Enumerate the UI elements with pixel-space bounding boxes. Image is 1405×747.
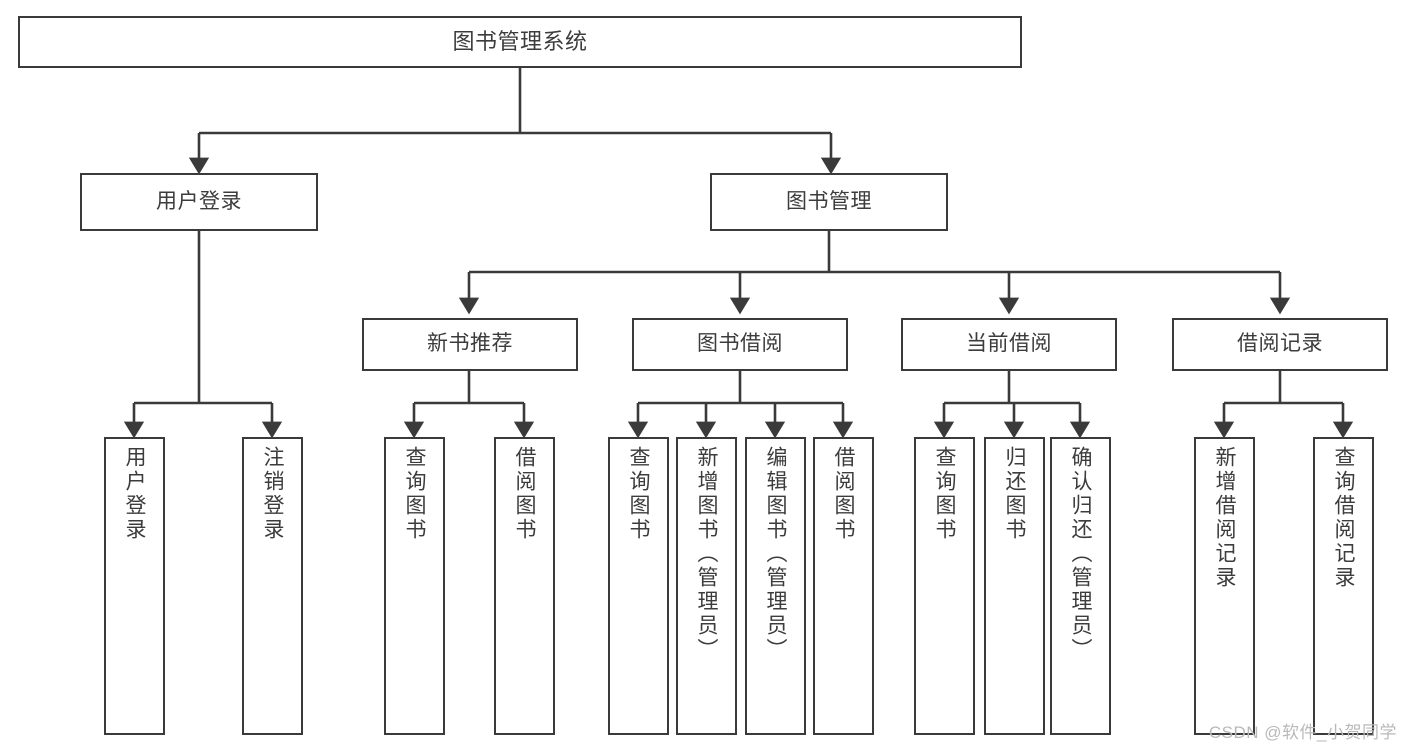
leaf-borrow-search-book[interactable]: 查询图书 — [608, 437, 669, 735]
node-label: 注销登录 — [261, 446, 284, 542]
node-label: 归还图书 — [1003, 446, 1026, 542]
node-label: 借阅图书 — [513, 446, 536, 542]
node-book-borrow[interactable]: 图书借阅 — [632, 318, 848, 371]
node-book-management[interactable]: 图书管理 — [710, 173, 948, 231]
csdn-watermark: CSDN @软件_小贺同学 — [1208, 723, 1397, 742]
node-label: 查询图书 — [403, 446, 426, 542]
node-label: 新增图书（管理员） — [695, 446, 718, 662]
node-label: 确认归还（管理员） — [1069, 446, 1092, 662]
node-label: 借阅图书 — [832, 446, 855, 542]
leaf-recommend-search-book[interactable]: 查询图书 — [384, 437, 445, 735]
node-label: 图书借阅 — [697, 332, 783, 356]
node-current-borrow[interactable]: 当前借阅 — [901, 318, 1117, 371]
node-label: 新增借阅记录 — [1213, 446, 1236, 590]
node-new-book-recommend[interactable]: 新书推荐 — [362, 318, 578, 371]
node-root-system[interactable]: 图书管理系统 — [18, 16, 1022, 68]
node-label: 图书管理 — [786, 189, 872, 213]
leaf-current-confirm-return-admin[interactable]: 确认归还（管理员） — [1050, 437, 1111, 735]
leaf-current-search-book[interactable]: 查询图书 — [914, 437, 975, 735]
leaf-record-add-record[interactable]: 新增借阅记录 — [1194, 437, 1255, 735]
leaf-borrow-add-book-admin[interactable]: 新增图书（管理员） — [676, 437, 737, 735]
node-label: 借阅记录 — [1237, 332, 1323, 356]
node-label: 新书推荐 — [427, 332, 513, 356]
leaf-user-login-logout[interactable]: 注销登录 — [242, 437, 303, 735]
leaf-borrow-edit-book-admin[interactable]: 编辑图书（管理员） — [745, 437, 806, 735]
leaf-borrow-borrow-book[interactable]: 借阅图书 — [813, 437, 874, 735]
node-label: 用户登录 — [156, 189, 242, 213]
node-label: 用户登录 — [123, 446, 146, 542]
leaf-user-login-login[interactable]: 用户登录 — [104, 437, 165, 735]
node-label: 当前借阅 — [966, 332, 1052, 356]
leaf-record-search-record[interactable]: 查询借阅记录 — [1313, 437, 1374, 735]
node-label: 编辑图书（管理员） — [764, 446, 787, 662]
node-label: 查询借阅记录 — [1332, 446, 1355, 590]
leaf-current-return-book[interactable]: 归还图书 — [984, 437, 1045, 735]
leaf-recommend-borrow-book[interactable]: 借阅图书 — [494, 437, 555, 735]
node-user-login[interactable]: 用户登录 — [80, 173, 318, 231]
node-borrow-record[interactable]: 借阅记录 — [1172, 318, 1388, 371]
node-label: 图书管理系统 — [452, 29, 588, 55]
node-label: 查询图书 — [627, 446, 650, 542]
node-label: 查询图书 — [933, 446, 956, 542]
